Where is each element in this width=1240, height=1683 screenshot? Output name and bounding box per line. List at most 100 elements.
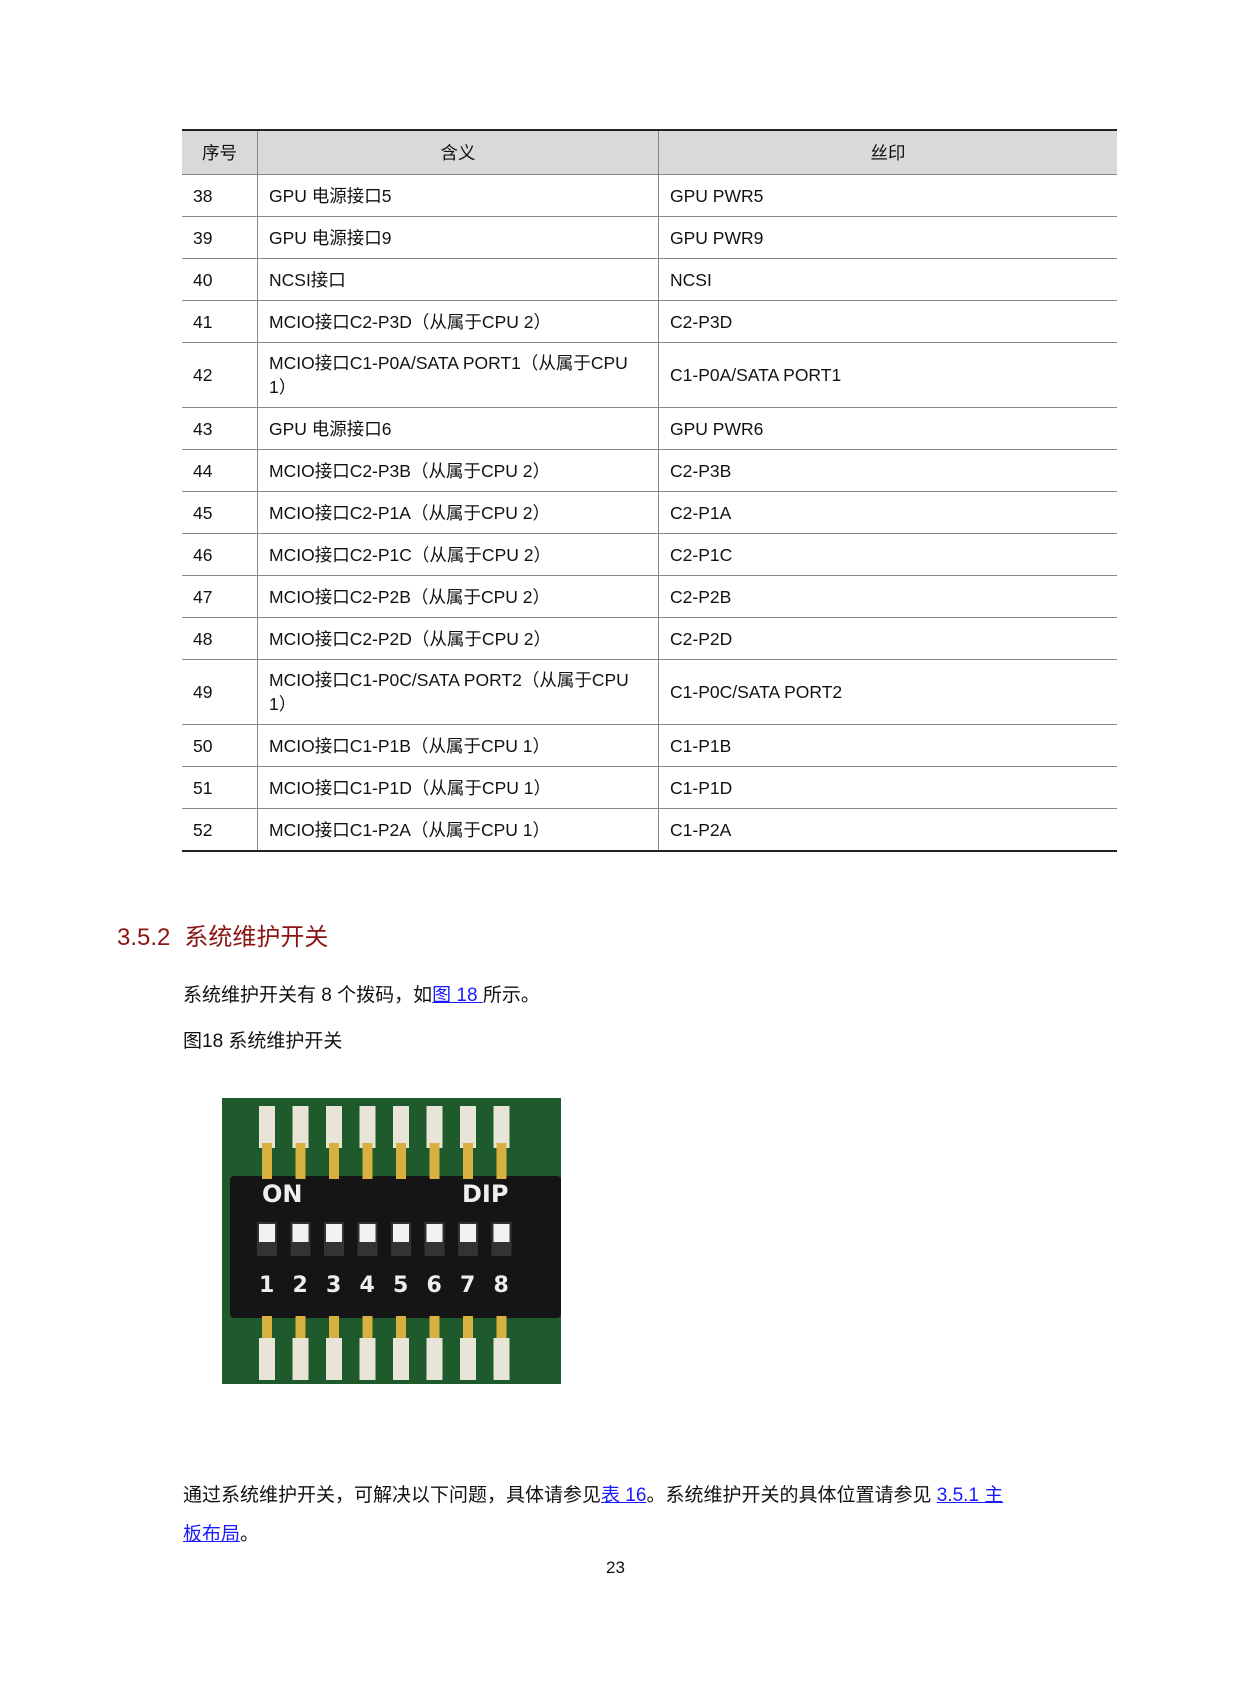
table-cell: 45: [182, 491, 258, 534]
table-cell: C1-P0A/SATA PORT1: [658, 342, 1117, 408]
table-cell: 39: [182, 216, 258, 259]
pin: [393, 1106, 409, 1148]
pin: [292, 1106, 309, 1148]
table-cell: C2-P3D: [658, 300, 1117, 343]
pin: [329, 1316, 339, 1346]
pin: [429, 1316, 440, 1346]
table-cell: GPU 电源接口5: [257, 174, 659, 217]
section-link-cont[interactable]: 板布局: [183, 1524, 241, 1545]
on-label: ON: [262, 1180, 303, 1208]
switch-number: 3: [326, 1273, 341, 1298]
body-paragraph-cont: 板布局。: [183, 1519, 259, 1546]
pin: [362, 1316, 373, 1346]
pin: [295, 1316, 306, 1346]
table-cell: C2-P2B: [658, 575, 1117, 618]
switch-toggle: [359, 1224, 376, 1242]
table-cell: 43: [182, 407, 258, 450]
switch-toggle: [493, 1224, 510, 1242]
pin: [496, 1316, 507, 1346]
switch-toggle: [259, 1224, 275, 1242]
table-cell: MCIO接口C1-P1B（从属于CPU 1）: [257, 724, 659, 767]
table-cell: MCIO接口C2-P2D（从属于CPU 2）: [257, 617, 659, 660]
pin: [429, 1143, 440, 1179]
table-cell: 40: [182, 258, 258, 301]
table-cell: GPU PWR6: [658, 407, 1117, 450]
pin: [262, 1143, 272, 1179]
section-link[interactable]: 3.5.1 主: [936, 1485, 1004, 1506]
table-cell: MCIO接口C2-P1A（从属于CPU 2）: [257, 491, 659, 534]
table-cell: GPU PWR5: [658, 174, 1117, 217]
table-cell: 42: [182, 342, 258, 408]
pin: [326, 1106, 342, 1148]
switch-number: 4: [360, 1273, 375, 1298]
text: 。系统维护开关的具体位置请参见: [646, 1485, 937, 1506]
table-cell: C2-P1A: [658, 491, 1117, 534]
section-heading: 3.5.2 系统维护开关: [117, 917, 328, 952]
page-number: 23: [606, 1558, 625, 1577]
table-cell: 47: [182, 575, 258, 618]
table-cell: GPU 电源接口6: [257, 407, 659, 450]
pin: [460, 1338, 476, 1380]
table-cell: 50: [182, 724, 258, 767]
body-paragraph: 通过系统维护开关，可解决以下问题，具体请参见表 16。系统维护开关的具体位置请参…: [183, 1480, 1003, 1507]
pin: [460, 1106, 476, 1148]
figure-link[interactable]: 图 18: [432, 985, 483, 1006]
pin: [329, 1143, 339, 1179]
switch-number: 1: [259, 1273, 274, 1298]
switch-toggle: [326, 1224, 342, 1242]
table-cell: NCSI: [658, 258, 1117, 301]
pin: [463, 1316, 473, 1346]
pin: [493, 1338, 510, 1380]
switch-toggle: [292, 1224, 309, 1242]
table-cell: 51: [182, 766, 258, 809]
pin: [262, 1316, 272, 1346]
pin: [359, 1338, 376, 1380]
table-cell: MCIO接口C2-P2B（从属于CPU 2）: [257, 575, 659, 618]
text: 所示。: [482, 985, 540, 1006]
pin: [426, 1338, 443, 1380]
column-header: 含义: [257, 129, 659, 175]
switch-number: 6: [427, 1273, 442, 1298]
table-cell: MCIO接口C2-P3D（从属于CPU 2）: [257, 300, 659, 343]
table-cell: C1-P0C/SATA PORT2: [658, 659, 1117, 725]
pin: [463, 1143, 473, 1179]
table-cell: NCSI接口: [257, 258, 659, 301]
pin: [292, 1338, 309, 1380]
table-link[interactable]: 表 16: [601, 1485, 647, 1506]
table-cell: C2-P2D: [658, 617, 1117, 660]
table-cell: C1-P1B: [658, 724, 1117, 767]
table-cell: MCIO接口C1-P2A（从属于CPU 1）: [257, 808, 659, 852]
table-cell: 49: [182, 659, 258, 725]
pin: [359, 1106, 376, 1148]
pin: [393, 1338, 409, 1380]
table-cell: MCIO接口C1-P0A/SATA PORT1（从属于CPU 1）: [257, 342, 659, 408]
table-cell: GPU PWR9: [658, 216, 1117, 259]
pin: [426, 1106, 443, 1148]
pin: [259, 1106, 275, 1148]
table-cell: GPU 电源接口9: [257, 216, 659, 259]
column-header: 序号: [182, 129, 258, 175]
table-cell: C2-P1C: [658, 533, 1117, 576]
pin: [362, 1143, 373, 1179]
pin: [326, 1338, 342, 1380]
intro-paragraph: 系统维护开关有 8 个拨码，如图 18 所示。: [183, 980, 540, 1007]
section-title: 系统维护开关: [184, 924, 329, 951]
table-cell: C2-P3B: [658, 449, 1117, 492]
switch-number: 7: [460, 1273, 475, 1298]
table-cell: 44: [182, 449, 258, 492]
section-number: 3.5.2: [117, 924, 171, 951]
